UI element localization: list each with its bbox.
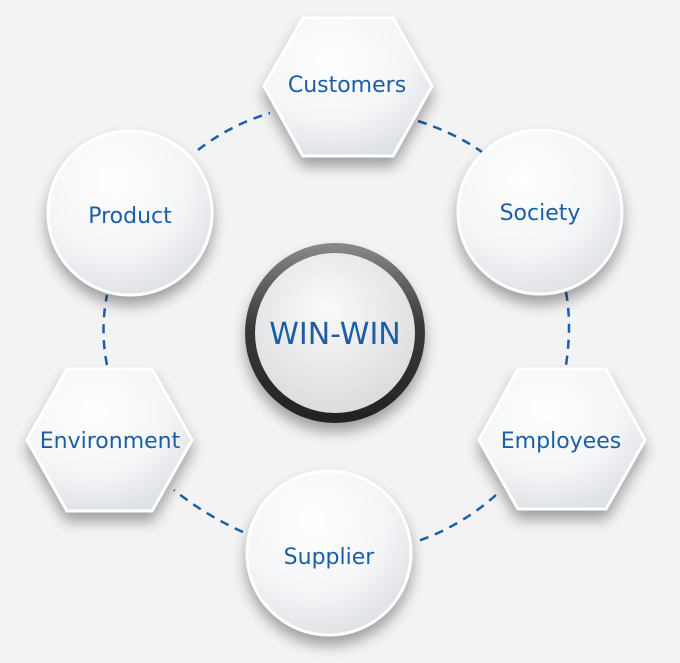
environment-hexagon <box>25 367 194 513</box>
supplier-circle <box>245 469 413 637</box>
connector-society-employees <box>564 291 571 366</box>
society-circle <box>456 128 624 296</box>
center-face <box>255 253 415 413</box>
center-node: WIN-WIN <box>245 243 425 423</box>
customers-hexagon <box>262 16 434 158</box>
environment-label: Environment <box>40 429 181 454</box>
node-supplier: Supplier <box>245 469 413 637</box>
connectors <box>102 111 571 544</box>
node-environment: Environment <box>25 367 194 513</box>
product-label: Product <box>88 204 172 229</box>
node-society: Society <box>456 128 624 296</box>
employees-label: Employees <box>501 429 621 454</box>
node-product: Product <box>46 129 214 297</box>
node-employees: Employees <box>477 367 647 511</box>
product-circle <box>46 129 214 297</box>
node-customers: Customers <box>262 16 434 158</box>
supplier-label: Supplier <box>284 545 376 570</box>
connector-environment-product <box>102 294 109 366</box>
society-label: Society <box>500 201 581 226</box>
connector-employees-supplier <box>414 494 497 544</box>
connector-customers-society <box>417 119 483 154</box>
employees-hexagon <box>477 367 647 511</box>
center-label: WIN-WIN <box>269 317 401 352</box>
customers-label: Customers <box>288 73 406 98</box>
connector-supplier-environment <box>173 489 244 534</box>
connector-product-customers <box>197 111 271 151</box>
